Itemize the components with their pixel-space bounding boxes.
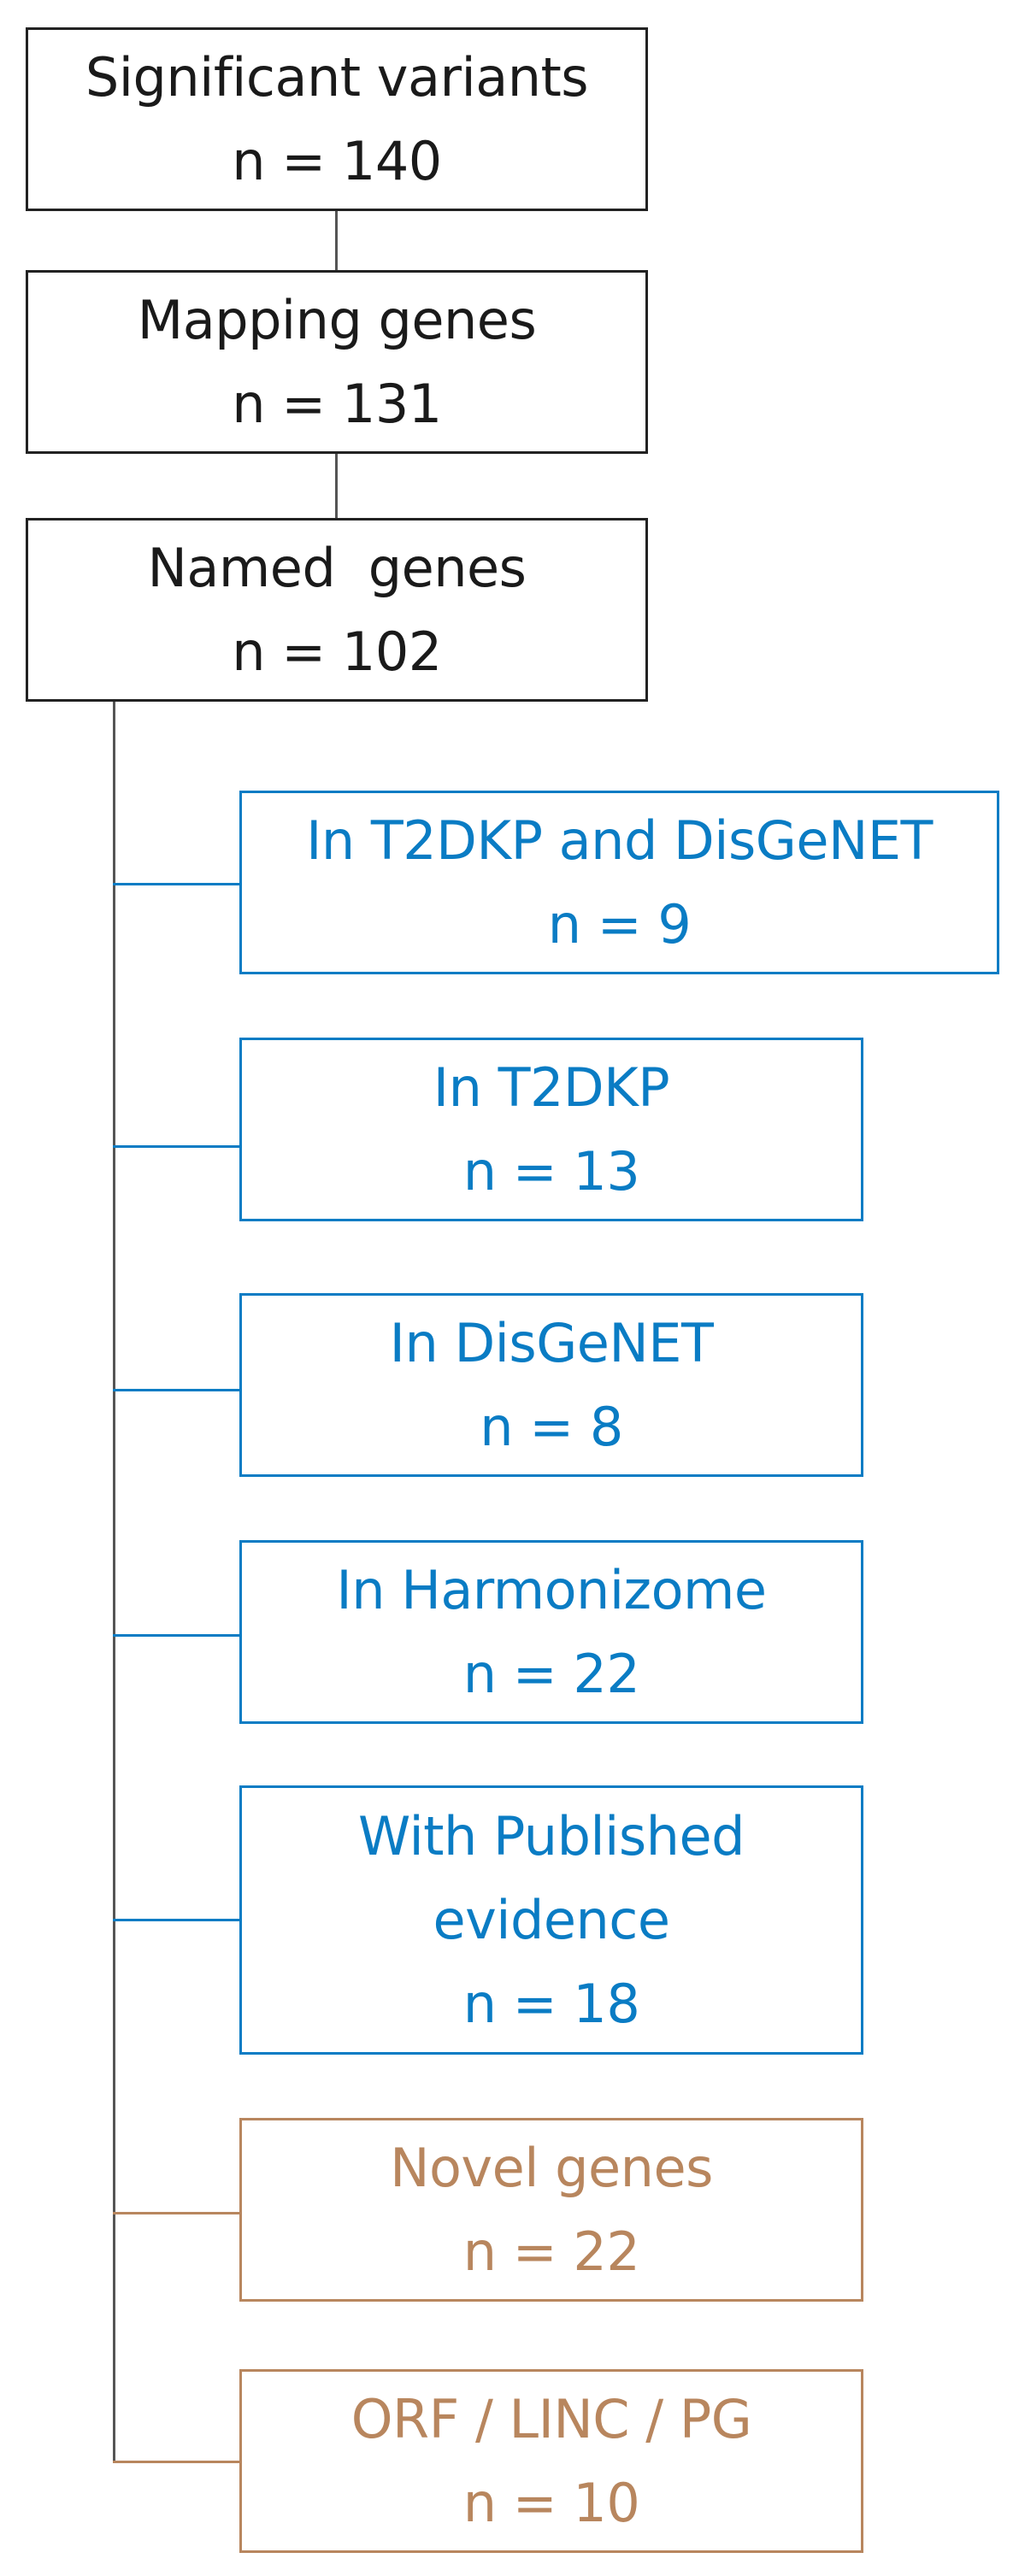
- category-label: In Harmonizome: [336, 1558, 767, 1621]
- connector-trunk: [113, 702, 115, 2462]
- box-label: Significant variants: [85, 45, 589, 109]
- category-count: n = 13: [462, 1139, 640, 1203]
- box-label: Named genes: [147, 536, 527, 599]
- category-count: n = 22: [462, 1642, 640, 1705]
- connector-branch: [113, 1919, 239, 1921]
- category-box-t2dkp-and-disgenet: In T2DKP and DisGeNET n = 9: [239, 791, 999, 974]
- category-count: n = 18: [462, 1972, 640, 2035]
- connector-variants-to-mapping: [335, 211, 338, 270]
- significant-variants-box: Significant variants n = 140: [26, 27, 648, 211]
- category-count: n = 22: [462, 2220, 640, 2283]
- category-label: In T2DKP: [433, 1056, 670, 1119]
- connector-branch: [113, 2212, 239, 2214]
- category-count: n = 10: [462, 2471, 640, 2534]
- box-label: Mapping genes: [137, 288, 537, 351]
- category-label-continued: evidence: [433, 1888, 670, 1951]
- connector-branch: [113, 2461, 239, 2463]
- category-box-disgenet: In DisGeNET n = 8: [239, 1293, 863, 1477]
- category-box-harmonizome: In Harmonizome n = 22: [239, 1540, 863, 1724]
- category-box-orf-linc-pg: ORF / LINC / PG n = 10: [239, 2369, 863, 2553]
- category-count: n = 9: [547, 892, 692, 956]
- category-label: With Published: [358, 1804, 745, 1867]
- connector-branch: [113, 883, 239, 885]
- connector-branch: [113, 1389, 239, 1391]
- connector-branch: [113, 1145, 239, 1148]
- category-count: n = 8: [480, 1395, 623, 1458]
- named-genes-box: Named genes n = 102: [26, 518, 648, 702]
- connector-mapping-to-named: [335, 454, 338, 518]
- mapping-genes-box: Mapping genes n = 131: [26, 270, 648, 454]
- box-count: n = 102: [232, 620, 442, 683]
- category-box-published-evidence: With Published evidence n = 18: [239, 1785, 863, 2055]
- category-label: Novel genes: [390, 2136, 713, 2199]
- box-count: n = 131: [232, 372, 442, 435]
- category-label: In T2DKP and DisGeNET: [306, 809, 933, 872]
- category-box-t2dkp: In T2DKP n = 13: [239, 1038, 863, 1221]
- category-label: In DisGeNET: [389, 1311, 714, 1374]
- category-box-novel-genes: Novel genes n = 22: [239, 2118, 863, 2302]
- box-count: n = 140: [232, 129, 442, 192]
- category-label: ORF / LINC / PG: [350, 2387, 752, 2450]
- connector-branch: [113, 1634, 239, 1637]
